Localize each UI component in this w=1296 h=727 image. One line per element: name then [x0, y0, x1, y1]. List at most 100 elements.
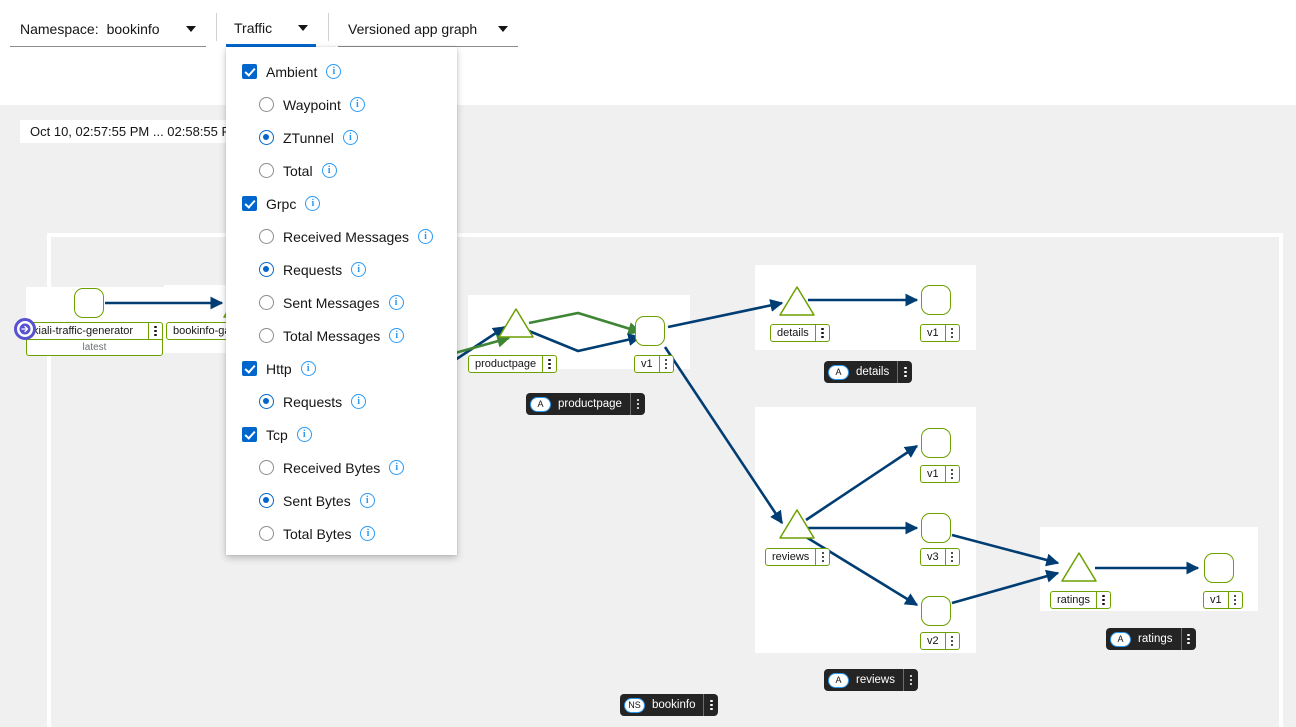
toolbar-primary: Namespace: bookinfo Traffic Versioned ap… [0, 0, 1296, 47]
group-kebab-menu[interactable] [897, 361, 912, 383]
radio-tcp-total-bytes[interactable] [259, 526, 274, 541]
node-kebab-menu[interactable] [944, 549, 959, 565]
node-version-label: latest [27, 339, 162, 355]
node-details-v1-workload[interactable] [921, 285, 951, 315]
node-label-text: details [777, 327, 809, 339]
node-kiali-traffic-generator-workload[interactable] [74, 288, 104, 318]
node-details-service[interactable] [778, 285, 816, 318]
traffic-menu-option-tcp-received-bytes[interactable]: Received Bytes i [226, 451, 457, 484]
option-info-icon[interactable]: i [351, 262, 367, 277]
node-reviews-v1-workload[interactable] [921, 428, 951, 458]
node-label-reviews-v3[interactable]: v3 [920, 548, 960, 566]
radio-grpc-total-messages[interactable] [259, 328, 274, 343]
radio-grpc-requests[interactable] [259, 262, 274, 277]
radio-grpc-sent-messages[interactable] [259, 295, 274, 310]
option-info-icon[interactable]: i [342, 130, 358, 145]
traffic-menu-option-label: Total Bytes [283, 525, 352, 542]
node-reviews-v2-workload[interactable] [921, 596, 951, 626]
traffic-dropdown-toggle[interactable]: Traffic [226, 11, 316, 47]
option-info-icon[interactable]: i [418, 229, 434, 244]
node-kebab-menu[interactable] [944, 325, 959, 341]
checkbox-tcp[interactable] [242, 427, 257, 442]
option-info-icon[interactable]: i [389, 460, 405, 475]
group-kebab-menu[interactable] [902, 669, 918, 691]
group-label-productpage[interactable]: A productpage [526, 393, 645, 415]
node-reviews-service[interactable] [778, 508, 816, 541]
radio-ambient-total[interactable] [259, 163, 274, 178]
node-label-productpage-service[interactable]: productpage [468, 355, 558, 373]
graph-type-select[interactable]: Versioned app graph [338, 11, 518, 47]
namespace-badge-bookinfo[interactable]: NS bookinfo [620, 694, 719, 716]
node-productpage-service[interactable] [497, 307, 535, 340]
radio-ambient-ztunnel[interactable] [259, 130, 274, 145]
node-kebab-menu[interactable] [814, 325, 829, 341]
namespace-kebab-menu[interactable] [703, 694, 718, 716]
option-info-icon[interactable]: i [296, 427, 312, 442]
radio-http-requests[interactable] [259, 394, 274, 409]
group-kebab-menu[interactable] [629, 393, 645, 415]
node-label-reviews-service[interactable]: reviews [765, 548, 831, 566]
namespace-select[interactable]: Namespace: bookinfo [10, 11, 206, 47]
toolbar-divider-2 [328, 13, 329, 41]
node-kebab-menu[interactable] [542, 356, 556, 372]
option-info-icon[interactable]: i [388, 295, 404, 310]
option-info-icon[interactable]: i [359, 493, 375, 508]
option-info-icon[interactable]: i [389, 328, 405, 343]
radio-grpc-received-messages[interactable] [259, 229, 274, 244]
option-info-icon[interactable]: i [351, 394, 367, 409]
chevron-down-icon [498, 25, 508, 32]
node-kebab-menu[interactable] [1227, 592, 1242, 608]
node-kebab-menu[interactable] [1096, 592, 1110, 608]
group-label-ratings[interactable]: A ratings [1106, 628, 1196, 650]
node-kebab-menu[interactable] [148, 323, 162, 339]
graph-canvas[interactable]: Oct 10, 02:57:55 PM ... 02:58:55 PM [0, 105, 1296, 727]
checkbox-ambient[interactable] [242, 64, 257, 79]
option-info-icon[interactable]: i [321, 163, 337, 178]
radio-ambient-waypoint[interactable] [259, 97, 274, 112]
option-info-icon[interactable]: i [360, 526, 376, 541]
node-productpage-v1-workload[interactable] [635, 316, 665, 346]
node-label-ratings-v1[interactable]: v1 [1203, 591, 1243, 609]
node-reviews-v3-workload[interactable] [921, 513, 951, 543]
traffic-menu-option-tcp-total-bytes[interactable]: Total Bytes i [226, 517, 457, 550]
option-info-icon[interactable]: i [300, 361, 316, 376]
option-info-icon[interactable]: i [326, 64, 342, 79]
node-kebab-menu[interactable] [815, 549, 829, 565]
node-label-reviews-v2[interactable]: v2 [920, 632, 960, 650]
node-kebab-menu[interactable] [944, 466, 959, 482]
node-kebab-menu[interactable] [658, 356, 673, 372]
checkbox-grpc[interactable] [242, 196, 257, 211]
option-info-icon[interactable]: i [349, 97, 365, 112]
node-ratings-service[interactable] [1060, 551, 1098, 584]
node-ratings-v1-workload[interactable] [1204, 553, 1234, 583]
group-kebab-menu[interactable] [1180, 628, 1196, 650]
option-info-icon[interactable]: i [305, 196, 321, 211]
node-label-details-service[interactable]: details [770, 324, 830, 342]
group-label-details[interactable]: A details [824, 361, 913, 383]
radio-tcp-sent-bytes[interactable] [259, 493, 274, 508]
node-label-kiali-traffic-generator[interactable]: kiali-traffic-generator latest [26, 322, 163, 356]
node-label-details-v1[interactable]: v1 [920, 324, 960, 342]
radio-tcp-received-bytes[interactable] [259, 460, 274, 475]
node-label-reviews-v1[interactable]: v1 [920, 465, 960, 483]
traffic-menu-option-label: Received Bytes [283, 459, 381, 476]
node-label-ratings-service[interactable]: ratings [1050, 591, 1112, 609]
checkbox-http[interactable] [242, 361, 257, 376]
node-kebab-menu[interactable] [944, 633, 959, 649]
node-label-productpage-v1[interactable]: v1 [634, 355, 674, 373]
group-label-reviews[interactable]: A reviews [824, 669, 918, 691]
